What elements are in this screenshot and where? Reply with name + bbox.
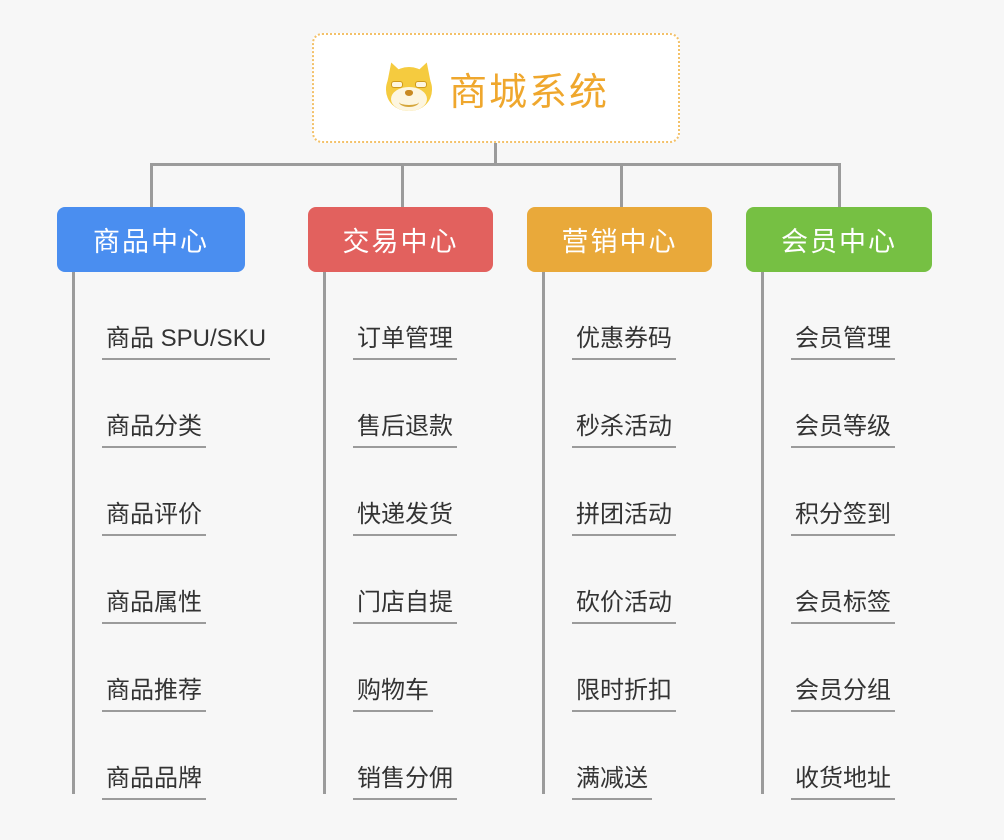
list-item[interactable]: 满减送 (527, 712, 712, 800)
branch-trade-center: 交易中心 订单管理 售后退款 快递发货 门店自提 购物车 销售分佣 (308, 207, 493, 800)
list-item-label: 商品分类 (102, 413, 206, 448)
branch-list-product-center: 商品 SPU/SKU 商品分类 商品评价 商品属性 商品推荐 商品品牌 (57, 272, 271, 800)
list-item-label: 会员分组 (791, 677, 895, 712)
branch-spine (542, 272, 545, 794)
list-item[interactable]: 销售分佣 (308, 712, 493, 800)
list-item-label: 拼团活动 (572, 501, 676, 536)
list-item[interactable]: 收货地址 (746, 712, 932, 800)
list-item[interactable]: 限时折扣 (527, 624, 712, 712)
list-item[interactable]: 商品分类 (57, 360, 245, 448)
connector-horizontal-bus (150, 163, 841, 166)
branch-header-trade-center[interactable]: 交易中心 (308, 207, 493, 272)
list-item[interactable]: 购物车 (308, 624, 493, 712)
list-item-label: 收货地址 (791, 765, 895, 800)
list-item[interactable]: 会员分组 (746, 624, 932, 712)
list-item-label: 满减送 (572, 765, 652, 800)
list-item-label: 商品品牌 (102, 765, 206, 800)
list-item-label: 商品 SPU/SKU (102, 325, 271, 360)
list-item[interactable]: 商品品牌 (57, 712, 245, 800)
list-item-label: 限时折扣 (572, 677, 676, 712)
shiba-dog-face-icon (381, 59, 437, 114)
branch-list-marketing-center: 优惠券码 秒杀活动 拼团活动 砍价活动 限时折扣 满减送 (527, 272, 712, 800)
list-item-label: 购物车 (353, 677, 433, 712)
branch-header-member-center[interactable]: 会员中心 (746, 207, 932, 272)
list-item-label: 会员标签 (791, 589, 895, 624)
branch-header-label: 营销中心 (561, 227, 678, 257)
list-item-label: 会员等级 (791, 413, 895, 448)
list-item[interactable]: 积分签到 (746, 448, 932, 536)
branch-member-center: 会员中心 会员管理 会员等级 积分签到 会员标签 会员分组 收货地址 (746, 207, 932, 800)
connector-drop-trade-center (401, 163, 404, 207)
list-item[interactable]: 商品 SPU/SKU (57, 272, 271, 360)
list-item[interactable]: 商品评价 (57, 448, 245, 536)
branch-header-label: 交易中心 (342, 227, 459, 257)
list-item[interactable]: 优惠券码 (527, 272, 712, 360)
list-item-label: 商品评价 (102, 501, 206, 536)
root-node[interactable]: 商城系统 (312, 33, 680, 143)
list-item-label: 门店自提 (353, 589, 457, 624)
list-item-label: 售后退款 (353, 413, 457, 448)
list-item-label: 秒杀活动 (572, 413, 676, 448)
branch-spine (72, 272, 75, 794)
list-item[interactable]: 会员标签 (746, 536, 932, 624)
branch-list-member-center: 会员管理 会员等级 积分签到 会员标签 会员分组 收货地址 (746, 272, 932, 800)
root-node-content: 商城系统 (381, 59, 609, 116)
branch-header-label: 商品中心 (93, 227, 209, 257)
list-item-label: 会员管理 (791, 325, 895, 360)
list-item-label: 订单管理 (353, 325, 457, 360)
branch-spine (761, 272, 764, 794)
list-item-label: 砍价活动 (572, 589, 676, 624)
list-item-label: 商品属性 (102, 589, 206, 624)
list-item-label: 快递发货 (353, 501, 457, 536)
branch-header-product-center[interactable]: 商品中心 (57, 207, 245, 272)
list-item-label: 积分签到 (791, 501, 895, 536)
list-item-label: 商品推荐 (102, 677, 206, 712)
list-item-label: 优惠券码 (572, 325, 676, 360)
list-item[interactable]: 快递发货 (308, 448, 493, 536)
connector-drop-product-center (150, 163, 153, 207)
list-item[interactable]: 砍价活动 (527, 536, 712, 624)
branch-list-trade-center: 订单管理 售后退款 快递发货 门店自提 购物车 销售分佣 (308, 272, 493, 800)
connector-drop-marketing-center (620, 163, 623, 207)
connector-drop-member-center (838, 163, 841, 207)
list-item[interactable]: 拼团活动 (527, 448, 712, 536)
list-item[interactable]: 会员管理 (746, 272, 932, 360)
list-item[interactable]: 会员等级 (746, 360, 932, 448)
root-title: 商城系统 (448, 71, 609, 114)
branch-product-center: 商品中心 商品 SPU/SKU 商品分类 商品评价 商品属性 商品推荐 商品品牌 (57, 207, 271, 800)
list-item[interactable]: 订单管理 (308, 272, 493, 360)
list-item[interactable]: 商品属性 (57, 536, 245, 624)
branch-header-label: 会员中心 (781, 227, 897, 257)
list-item-label: 销售分佣 (353, 765, 457, 800)
branch-spine (323, 272, 326, 794)
list-item[interactable]: 秒杀活动 (527, 360, 712, 448)
branch-header-marketing-center[interactable]: 营销中心 (527, 207, 712, 272)
list-item[interactable]: 门店自提 (308, 536, 493, 624)
list-item[interactable]: 售后退款 (308, 360, 493, 448)
connector-stem-vertical (494, 143, 497, 166)
list-item[interactable]: 商品推荐 (57, 624, 245, 712)
branch-marketing-center: 营销中心 优惠券码 秒杀活动 拼团活动 砍价活动 限时折扣 满减送 (527, 207, 712, 800)
